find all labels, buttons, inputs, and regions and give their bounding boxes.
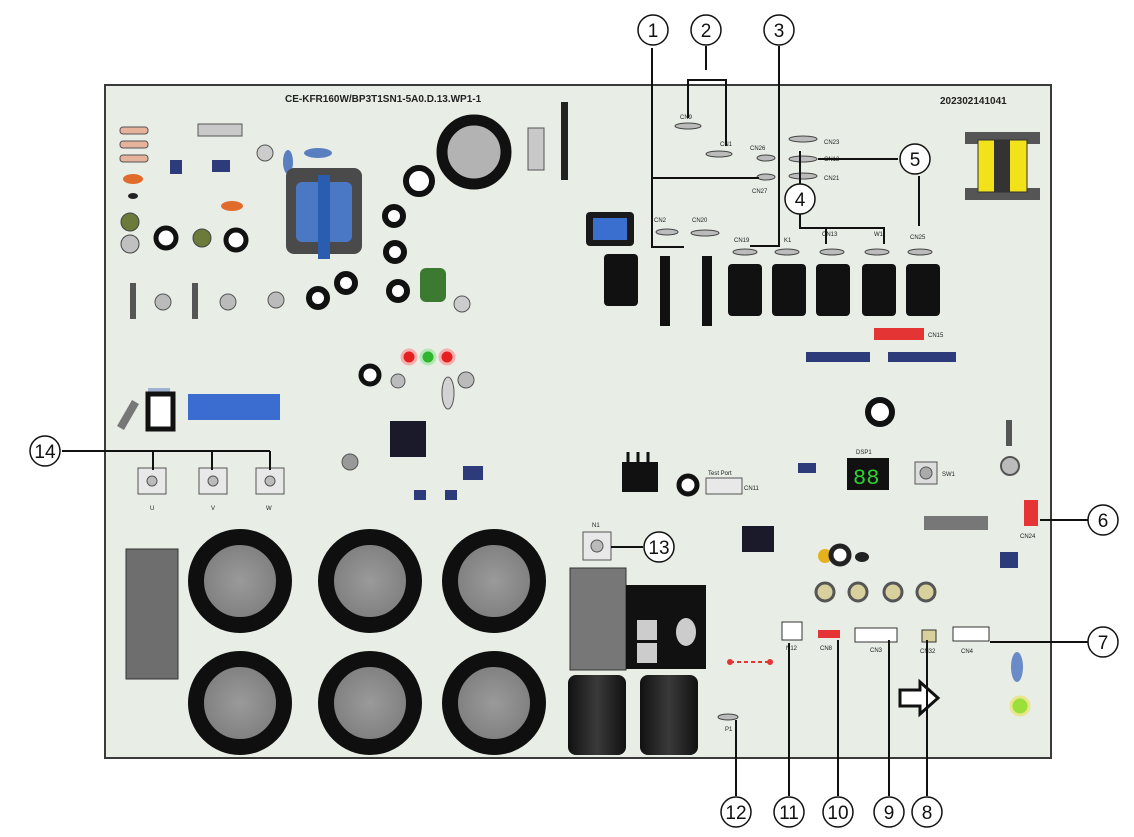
cn15-label: CN15 <box>928 333 944 339</box>
cn23-label: CN23 <box>824 140 840 146</box>
callout-3: 3 <box>763 14 795 46</box>
dsp1-label: DSP1 <box>856 450 872 456</box>
callout-4: 4 <box>784 183 816 215</box>
capacitor-group-upper <box>306 102 568 313</box>
svg-text:5: 5 <box>910 150 921 171</box>
lower-connectors: N12 CN8 CN3 CN32 CN4 P1 <box>717 543 990 733</box>
callout-5: 5 <box>899 143 931 175</box>
cn21-label: CN21 <box>824 176 840 182</box>
cn8-label: CN8 <box>820 646 833 652</box>
k1-label: K1 <box>784 238 792 244</box>
cn24-label: CN24 <box>1020 534 1036 540</box>
dsp1-value: 88 <box>853 466 879 491</box>
n1-label: N1 <box>592 523 600 529</box>
cn9-label: CN9 <box>680 115 693 121</box>
callout-8: 8 <box>911 796 943 828</box>
svg-text:6: 6 <box>1098 511 1109 532</box>
right-side-parts: CN24 <box>1000 420 1038 717</box>
trimmer-group <box>120 212 285 319</box>
cn3-label: CN3 <box>870 648 883 654</box>
svg-text:14: 14 <box>34 442 56 463</box>
cn2-label: CN2 <box>654 218 667 224</box>
callout-14: 14 <box>29 435 61 467</box>
test-port-label: Test Port <box>708 471 732 477</box>
cn26-label: CN26 <box>750 146 766 152</box>
callout-11: 11 <box>773 796 805 828</box>
regulator-heatsink: Test Port CN11 <box>622 452 760 497</box>
cn20-label: CN20 <box>692 218 708 224</box>
cn27-label: CN27 <box>752 189 768 195</box>
w1-label: W1 <box>874 232 884 238</box>
relay-group <box>586 212 940 326</box>
cn11-label: CN11 <box>744 486 760 492</box>
svg-text:2: 2 <box>701 21 712 42</box>
sw1-label: SW1 <box>942 472 956 478</box>
callout-13: 13 <box>643 531 675 563</box>
callout-markers: 1 2 3 4 5 6 7 8 9 10 11 12 13 14 <box>29 14 1119 828</box>
svg-text:1: 1 <box>648 21 659 42</box>
cn32-label: CN32 <box>920 649 936 655</box>
terminal-label-v: V <box>211 506 215 512</box>
left-mid-parts <box>117 388 483 500</box>
callout-12: 12 <box>720 796 752 828</box>
board-serial: 202302141041 <box>940 96 1007 107</box>
test-switch-group: U V W <box>137 467 285 512</box>
connector-n1: N1 <box>582 523 612 561</box>
callout-10: 10 <box>822 796 854 828</box>
power-module <box>568 567 706 755</box>
terminal-label-w: W <box>266 506 272 512</box>
callout-2: 2 <box>690 14 722 46</box>
cn13-label: CN13 <box>822 232 838 238</box>
upper-connectors: CN9 CN1 CN26 CN23 CN12 CN21 CN27 CN2 CN2… <box>654 115 944 340</box>
svg-text:11: 11 <box>779 803 799 824</box>
cn19-label: CN19 <box>734 238 750 244</box>
cn25-label: CN25 <box>910 235 926 241</box>
callout-1: 1 <box>637 14 669 46</box>
svg-text:8: 8 <box>922 803 933 824</box>
board-model: CE-KFR160W/BP3T1SN1-5A0.D.13.WP1-1 <box>285 94 482 105</box>
p1-label: P1 <box>725 727 733 733</box>
n12-label: N12 <box>786 646 798 652</box>
svg-text:9: 9 <box>884 803 895 824</box>
callout-6: 6 <box>1087 504 1119 536</box>
led-group <box>358 348 475 410</box>
transformer <box>965 132 1040 200</box>
svg-text:3: 3 <box>774 21 785 42</box>
leader-lines <box>62 46 1089 796</box>
callout-7: 7 <box>1087 626 1119 658</box>
cn4-label: CN4 <box>961 649 974 655</box>
ic-rows <box>742 352 1018 568</box>
terminal-label-u: U <box>150 506 154 512</box>
svg-text:13: 13 <box>648 538 669 559</box>
svg-text:7: 7 <box>1098 633 1109 654</box>
svg-text:12: 12 <box>725 803 746 824</box>
bulk-capacitors <box>125 529 546 755</box>
switching-transformer <box>286 168 362 259</box>
resistor-group <box>119 123 332 211</box>
callout-9: 9 <box>873 796 905 828</box>
svg-text:10: 10 <box>827 803 848 824</box>
dsp1-display: 88 DSP1 SW1 <box>847 450 956 491</box>
svg-text:4: 4 <box>795 190 806 211</box>
